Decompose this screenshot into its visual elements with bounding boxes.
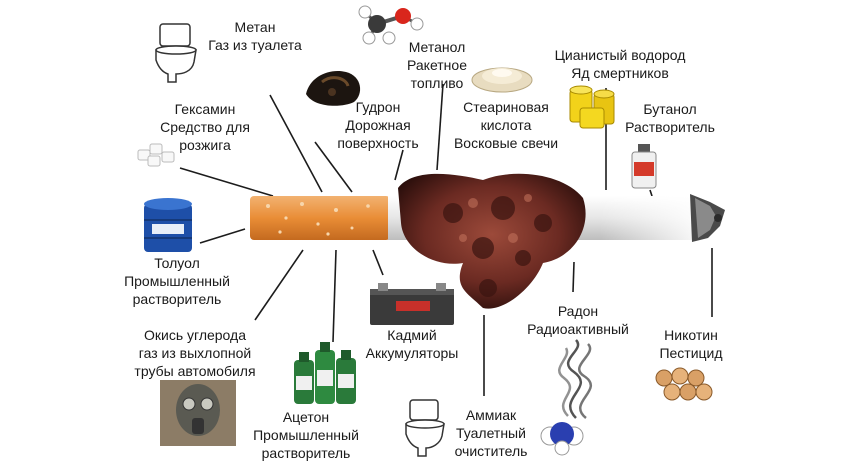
methanol-molecule-icon [358, 5, 424, 45]
connector-line [436, 83, 444, 171]
label-line: Туалетный [456, 425, 526, 441]
connector-line [314, 141, 353, 193]
label-line: розжига [179, 137, 231, 153]
label-line: Радон [557, 303, 599, 319]
label-line: Аккумуляторы [365, 345, 459, 361]
toilet-icon [405, 399, 445, 457]
ammonia-molecule-icon [540, 422, 584, 456]
label-line: поверхность [337, 135, 419, 151]
label-line: Средство для [160, 119, 250, 135]
connector-line [269, 94, 323, 193]
label-tar: Гудрон Дорожная поверхность [326, 98, 430, 152]
label-line: Цианистый водород [554, 47, 686, 63]
label-ammonia: Аммиак Туалетный очиститель [446, 406, 536, 460]
connector-line [332, 249, 337, 343]
connector-line [179, 167, 274, 197]
label-line: растворитель [132, 291, 222, 307]
radon-smoke-icon [558, 339, 592, 419]
connector-line [199, 228, 246, 244]
gas-mask-icon [160, 380, 236, 446]
acetone-bottles-icon [294, 342, 356, 404]
label-methanol: Метанол Ракетное топливо [392, 38, 482, 92]
label-line: Бутанол [643, 101, 697, 117]
connector-line [649, 189, 653, 197]
label-line: кислота [480, 117, 532, 133]
label-line: Гексамин [174, 101, 236, 117]
label-nicotine: Никотин Пестицид [646, 326, 736, 362]
connector-line [572, 261, 575, 293]
label-line: Никотин [664, 327, 718, 343]
toilet-icon [155, 23, 197, 83]
label-line: газ из выхлопной [138, 345, 252, 361]
label-carbon-monoxide: Окись углерода газ из выхлопной трубы ав… [130, 326, 260, 380]
label-line: Метан [234, 19, 276, 35]
label-line: Газ из туалета [208, 37, 302, 53]
stearic-powder-icon [471, 67, 533, 93]
label-line: Яд смертников [571, 65, 669, 81]
label-line: Промышленный [253, 427, 359, 443]
label-line: растворитель [261, 445, 351, 461]
label-line: Радиоактивный [527, 321, 629, 337]
hexamine-tablets-icon [137, 143, 175, 167]
label-cadmium: Кадмий Аккумуляторы [356, 326, 468, 362]
label-line: Дорожная [345, 117, 411, 133]
tar-lump-icon [306, 70, 361, 106]
label-line: трубы автомобиля [134, 363, 256, 379]
label-line: Растворитель [625, 119, 715, 135]
label-line: Стеариновая [463, 99, 549, 115]
label-line: Метанол [408, 39, 466, 55]
lung-icon [398, 173, 586, 309]
label-acetone: Ацетон Промышленный растворитель [244, 408, 368, 462]
label-methane: Метан Газ из туалета [198, 18, 312, 54]
label-line: Ацетон [282, 409, 330, 425]
label-hydrogen-cyanide: Цианистый водород Яд смертников [545, 46, 695, 82]
battery-icon [370, 283, 454, 325]
label-line: очиститель [454, 443, 528, 459]
label-butanol: Бутанол Растворитель [620, 100, 720, 136]
label-line: Восковые свечи [453, 135, 559, 151]
label-line: Окись углерода [144, 327, 246, 343]
connector-line [254, 249, 304, 321]
label-hexamine: Гексамин Средство для розжига [150, 100, 260, 154]
label-stearic-acid: Стеариновая кислота Восковые свечи [448, 98, 564, 152]
label-line: Гудрон [355, 99, 401, 115]
cyanide-cans-icon [569, 85, 615, 129]
label-line: Толуол [154, 255, 200, 271]
nicotine-bundle-icon [655, 367, 713, 401]
connector-line [372, 249, 384, 276]
label-line: топливо [410, 75, 464, 91]
label-line: Ракетное [407, 57, 467, 73]
label-line: Промышленный [124, 273, 230, 289]
butanol-bottle-icon [631, 144, 657, 189]
toluene-drum-icon [144, 198, 192, 252]
label-radon: Радон Радиоактивный [520, 302, 636, 338]
label-line: Пестицид [659, 345, 723, 361]
label-toluene: Толуол Промышленный растворитель [118, 254, 236, 308]
label-line: Аммиак [465, 407, 517, 423]
connector-line [394, 149, 404, 181]
label-line: Кадмий [387, 327, 437, 343]
